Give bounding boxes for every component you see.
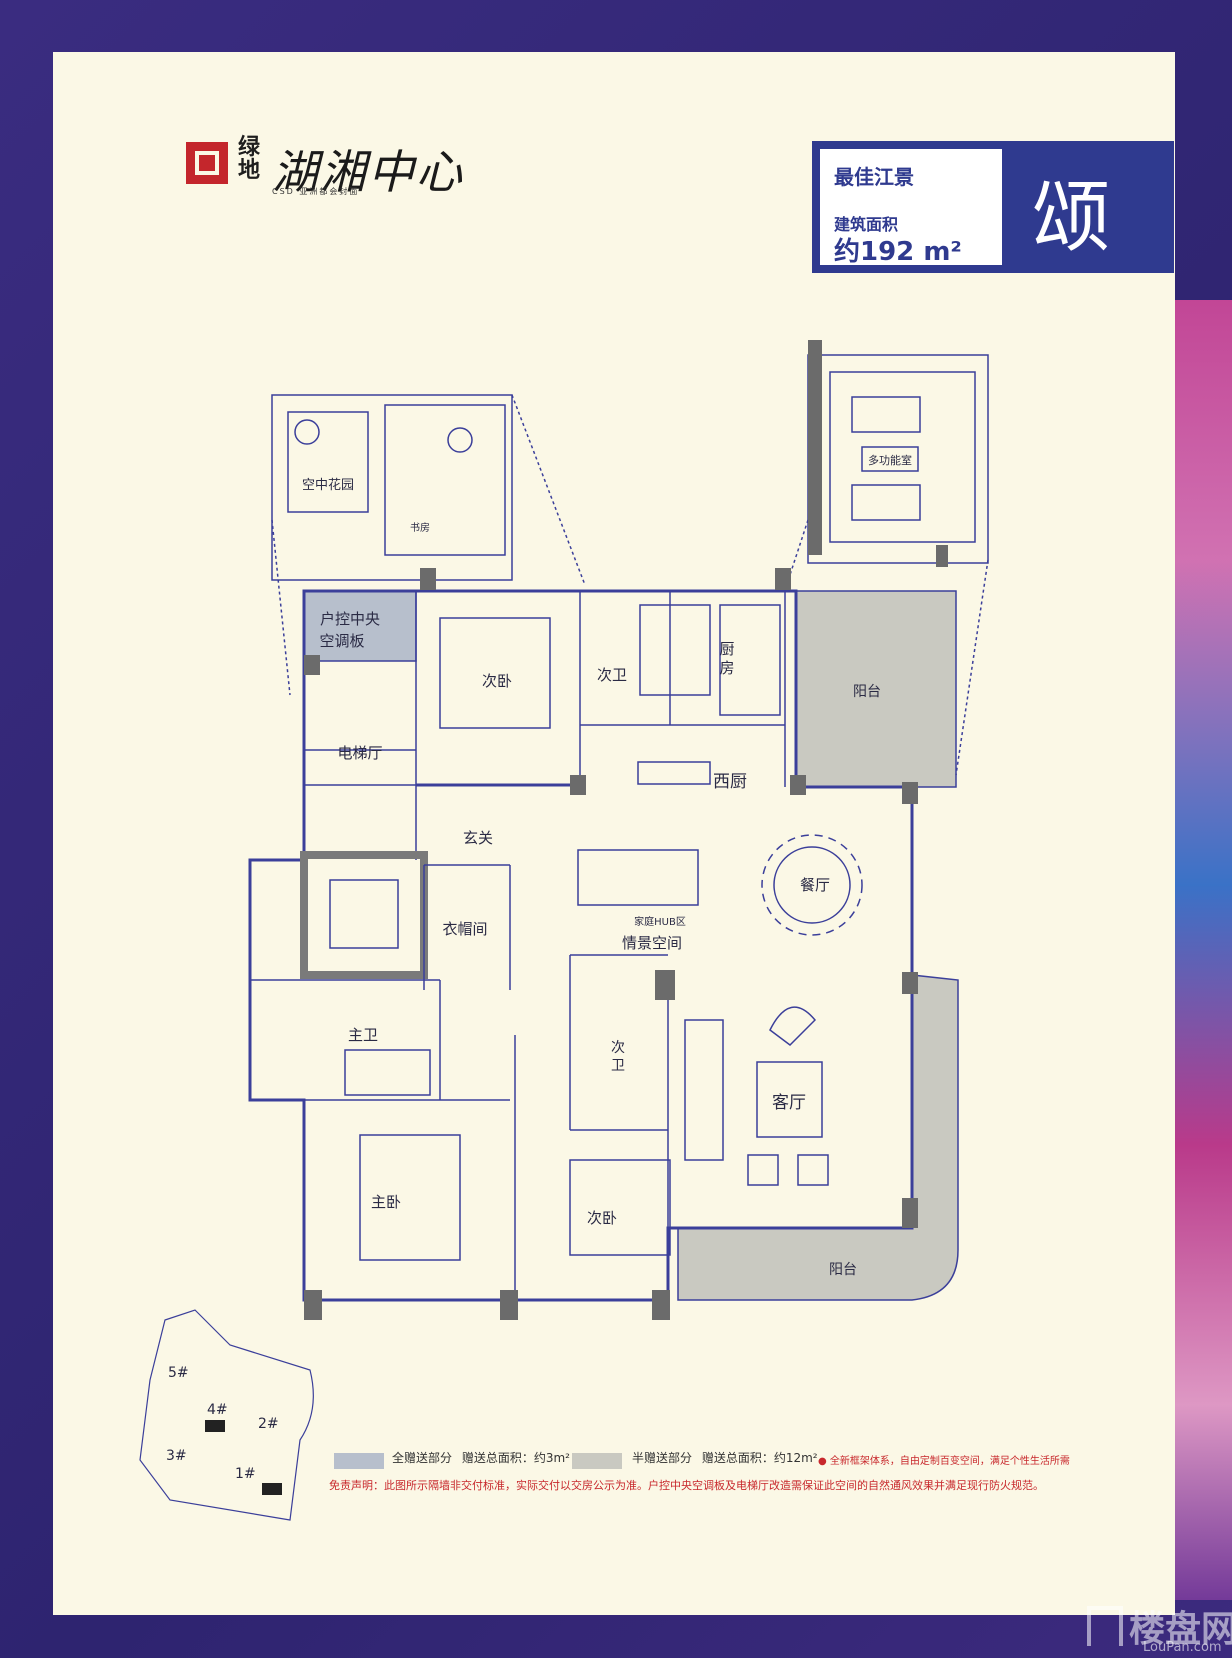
label-ac-platform-1: 户控中央: [320, 610, 380, 628]
label-kitchen-1: 厨: [719, 640, 734, 658]
bed-2a: [439, 617, 551, 729]
label-dining: 餐厅: [800, 876, 830, 894]
badge-area-label: 建筑面积: [834, 215, 899, 234]
legend-note: ● 全新框架体系，自由定制百变空间，满足个性生活所需: [818, 1456, 1070, 1467]
label-kitchen-2: 房: [719, 659, 734, 677]
label-hub: 家庭HUB区: [634, 915, 686, 928]
lounge-chair: [769, 1006, 817, 1046]
label-bedroom-2a: 次卧: [482, 672, 512, 690]
armchair-right: [797, 1154, 829, 1186]
paper-panel: [53, 52, 1175, 1615]
label-balcony-bottom: 阳台: [829, 1262, 857, 1278]
sky-garden-box: [287, 411, 369, 513]
multi-room-label-box: [861, 446, 919, 472]
site-building-1: 1#: [235, 1466, 256, 1482]
balcony-bottom-area: [677, 974, 959, 1301]
armchair-left: [747, 1154, 779, 1186]
elevator-car: [329, 879, 399, 949]
sofa: [684, 1019, 724, 1161]
bath-2a-fixtures: [639, 604, 711, 696]
unit-badge: 最佳江景 建筑面积 约192 m² 颂: [812, 141, 1174, 273]
legend-full-gift-label: 全赠送部分: [392, 1451, 453, 1465]
badge-unit-name: 颂: [1032, 173, 1111, 263]
label-balcony-top: 阳台: [853, 684, 881, 700]
label-cloakroom: 衣帽间: [442, 920, 487, 938]
watermark: 楼盘网 LouPan.com: [1085, 1600, 1232, 1655]
logo-brand-small: 绿地: [238, 134, 261, 183]
site-building-5: 5#: [168, 1365, 189, 1381]
badge-info-box: 最佳江景 建筑面积 约192 m²: [820, 149, 1002, 267]
label-sky-garden: 空中花园: [302, 477, 354, 493]
multi-room-bed-top: [851, 396, 921, 433]
legend-half-gift-area: 赠送总面积：约12m²: [701, 1451, 818, 1465]
label-multi-room: 多功能室: [868, 453, 912, 467]
label-foyer: 玄关: [463, 829, 493, 847]
logo-brand-big: 湖湘中心: [272, 145, 464, 199]
legend-half-gift-label: 半赠送部分: [632, 1451, 693, 1465]
label-scene-space: 情景空间: [622, 934, 682, 952]
watermark-cn: 楼盘网: [1129, 1609, 1232, 1650]
label-bath-2b-2: 卫: [611, 1058, 625, 1074]
label-study: 书房: [410, 521, 430, 534]
study-block: [271, 394, 513, 581]
ac-platform-area: [303, 590, 417, 662]
balcony-top-area: [795, 590, 957, 788]
legend-full-gift-swatch: [334, 1453, 384, 1469]
west-kitchen-cabinet: [637, 761, 711, 785]
bathtub: [344, 1049, 431, 1096]
site-building-3: 3#: [166, 1448, 187, 1464]
badge-area-value: 约192 m²: [834, 237, 962, 267]
badge-feature: 最佳江景: [834, 165, 914, 189]
site-building-4: 4#: [207, 1402, 228, 1418]
label-bath-2b-1: 次: [611, 1040, 625, 1056]
label-master-bath: 主卫: [348, 1026, 378, 1044]
study-chair-icon: [447, 427, 473, 453]
site-map-outline: [139, 1309, 314, 1521]
study-box: [384, 404, 506, 556]
coffee-table: [756, 1061, 823, 1138]
label-bath-2a: 次卫: [597, 666, 627, 684]
label-ac-platform-2: 空调板: [319, 632, 364, 650]
label-living: 客厅: [772, 1093, 806, 1113]
disclaimer-text: 免责声明：此图所示隔墙非交付标准，实际交付以交房公示为准。户控中央空调板及电梯厅…: [329, 1479, 1044, 1492]
multi-room-bed-bottom: [851, 484, 921, 521]
bed-2b: [569, 1159, 671, 1256]
label-bedroom-2b: 次卧: [587, 1209, 617, 1227]
label-elevator-hall: 电梯厅: [337, 744, 382, 762]
hub-island: [577, 849, 699, 906]
decorative-splash: [1172, 300, 1232, 1600]
elevator-shaft: [300, 851, 428, 979]
label-master-bed: 主卧: [371, 1193, 401, 1211]
site-building-2: 2#: [258, 1416, 279, 1432]
dining-table: [773, 846, 851, 924]
legend-full-gift-area: 赠送总面积：约3m²: [461, 1451, 570, 1465]
logo-seal-icon: [186, 142, 228, 184]
watermark-en: LouPan.com: [1143, 1640, 1222, 1655]
legend-full-gift: 全赠送部分 赠送总面积：约3m²: [392, 1449, 570, 1466]
master-bed: [359, 1134, 461, 1261]
legend-half-gift-swatch: [572, 1453, 622, 1469]
legend-half-gift: 半赠送部分 赠送总面积：约12m²: [632, 1449, 818, 1466]
kitchen-counter: [719, 604, 781, 716]
multi-room-box: [829, 371, 976, 543]
garden-round-icon: [294, 419, 320, 445]
label-west-kitchen: 西厨: [713, 772, 747, 792]
watermark-house-icon: [1087, 1606, 1123, 1646]
logo-subtitle: CSD 亚洲都会封面: [272, 187, 360, 196]
